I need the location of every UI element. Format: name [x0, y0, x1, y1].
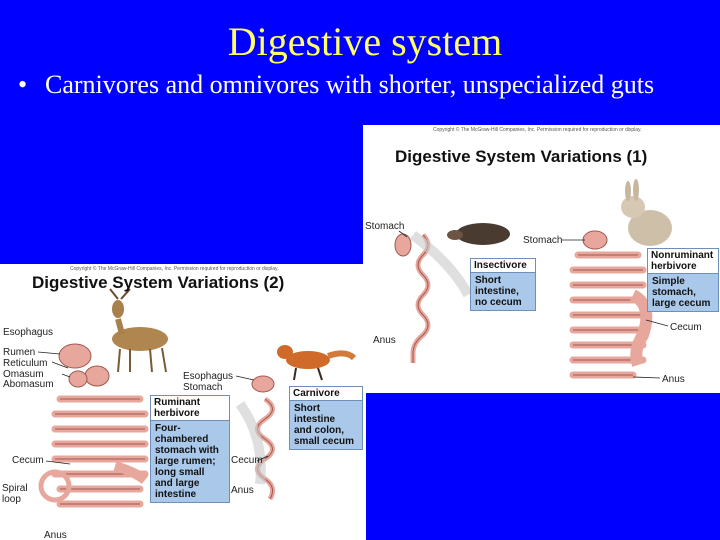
- label-anus: Anus: [231, 485, 254, 496]
- nonruminant-line: large cecum: [652, 298, 711, 309]
- ruminant-line: intestine: [155, 489, 197, 500]
- insectivore-line: no cecum: [475, 297, 522, 308]
- bullet-marker: •: [18, 70, 28, 99]
- figure-title: Digestive System Variations (1): [395, 147, 648, 166]
- label-esophagus: Esophagus: [183, 371, 234, 382]
- ruminant-header: herbivore: [154, 408, 200, 419]
- label-stomach: Stomach: [523, 235, 563, 246]
- carnivore-line: and colon,: [294, 425, 344, 436]
- bullet-text: Carnivores and omnivores with shorter, u…: [45, 70, 655, 99]
- ruminant-box: Ruminant herbivore Four- chambered stoma…: [150, 395, 230, 503]
- ruminant-line: and large: [155, 478, 200, 489]
- label-anus: Anus: [44, 530, 67, 540]
- carnivore-box: Carnivore Short intestine and colon, sma…: [289, 386, 363, 450]
- figure-variations-2: Copyright © The McGraw-Hill Companies, I…: [0, 264, 366, 540]
- label-stomach: Stomach: [365, 221, 405, 232]
- carnivore-line: intestine: [294, 414, 336, 425]
- label-esophagus: Esophagus: [3, 327, 54, 338]
- insectivore-box: Insectivore Short intestine, no cecum: [470, 258, 536, 311]
- figure-variations-1: Copyright © The McGraw-Hill Companies, I…: [363, 125, 720, 393]
- label-cecum: Cecum: [231, 455, 263, 466]
- label-omasum: Omasum: [3, 369, 44, 380]
- bullet-point: • Carnivores and omnivores with shorter,…: [18, 70, 698, 100]
- label-cecum: Cecum: [12, 455, 44, 466]
- insectivore-header: Insectivore: [471, 259, 535, 273]
- label-cecum: Cecum: [670, 322, 702, 333]
- figure-title: Digestive System Variations (2): [32, 273, 285, 292]
- ruminant-line: long small: [155, 467, 205, 478]
- label-stomach: Stomach: [183, 382, 223, 393]
- nonruminant-line: stomach,: [652, 287, 696, 298]
- carnivore-header: Carnivore: [290, 387, 362, 401]
- insectivore-line: intestine,: [475, 286, 519, 297]
- ruminant-line: Four-: [155, 423, 181, 434]
- carnivore-line: small cecum: [294, 436, 355, 447]
- label-abomasum: Abomasum: [3, 379, 54, 390]
- nonruminant-box: Nonruminant herbivore Simple stomach, la…: [647, 248, 719, 312]
- ruminant-line: chambered: [155, 434, 209, 445]
- label-rumen: Rumen: [3, 347, 36, 358]
- label-anus: Anus: [373, 335, 396, 346]
- figure-2-illustration: [37, 288, 357, 508]
- nonruminant-header: Nonruminant: [651, 250, 714, 261]
- ruminant-header: Ruminant: [154, 397, 201, 408]
- label-spiral-loop: Spiral loop: [2, 483, 28, 505]
- insectivore-line: Short: [475, 275, 502, 286]
- carnivore-line: Short: [294, 403, 321, 414]
- copyright-notice: Copyright © The McGraw-Hill Companies, I…: [433, 127, 642, 133]
- nonruminant-header: herbivore: [651, 261, 697, 272]
- label-anus: Anus: [662, 374, 685, 385]
- copyright-notice: Copyright © The McGraw-Hill Companies, I…: [70, 266, 279, 272]
- ruminant-line: stomach with: [155, 445, 219, 456]
- label-reticulum: Reticulum: [3, 358, 48, 369]
- figure-1-illustration: [394, 179, 672, 379]
- ruminant-line: large rumen;: [155, 456, 216, 467]
- slide-title: Digestive system: [227, 19, 503, 64]
- nonruminant-line: Simple: [652, 276, 685, 287]
